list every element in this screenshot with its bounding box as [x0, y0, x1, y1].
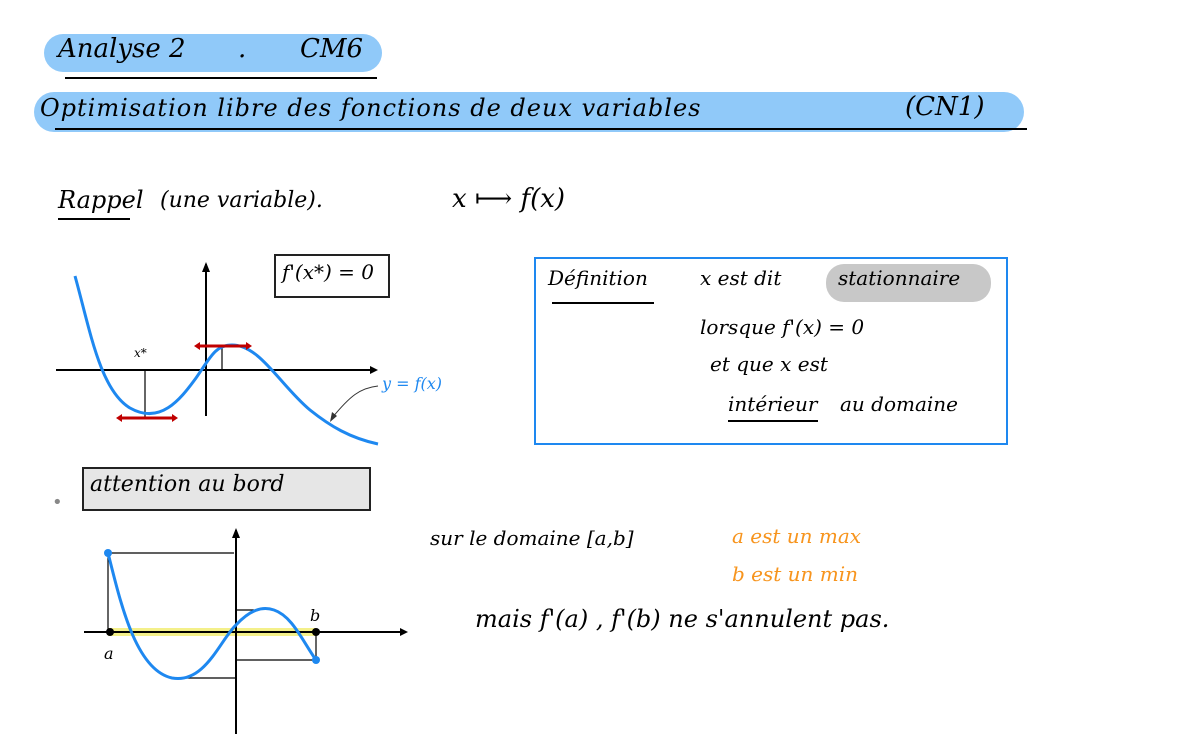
x-star-label: x*: [134, 346, 147, 360]
point-a-label: a: [104, 644, 114, 663]
a-is-max: a est un max: [732, 524, 862, 548]
subtitle-text: Optimisation libre des fonctions de deux…: [40, 94, 702, 122]
title-band: [44, 34, 382, 72]
reminder-mapping: x ⟼ f(x): [452, 184, 566, 214]
definition-line4-rest: au domaine: [840, 392, 959, 416]
definition-line1: x est dit: [700, 266, 782, 290]
definition-label: Définition: [548, 266, 648, 290]
definition-underline: [552, 302, 654, 304]
stationary-highlight: [826, 264, 991, 302]
definition-line3: et que x est: [710, 352, 828, 376]
subtitle-tag: (CN1): [905, 92, 985, 122]
domain-text: sur le domaine [a,b]: [430, 526, 634, 550]
reminder-label: Rappel: [58, 186, 144, 214]
course-title: Analyse 2: [58, 34, 186, 64]
point-b-label: b: [310, 606, 321, 625]
bullet-dot: •: [52, 492, 63, 513]
reminder-underline: [58, 218, 130, 220]
warning-text: attention au bord: [90, 472, 285, 497]
title-separator: .: [238, 34, 247, 64]
derivative-condition-box: [274, 254, 390, 298]
chapter-label: CM6: [300, 34, 364, 64]
subtitle-underline: [55, 128, 1027, 130]
definition-interior: intérieur: [728, 392, 818, 416]
interior-underline: [728, 420, 818, 422]
curve-label: y = f(x): [382, 374, 443, 393]
definition-highlight-word: stationnaire: [838, 266, 961, 290]
warning-box: [82, 467, 371, 511]
b-is-min: b est un min: [732, 562, 859, 586]
definition-box: [534, 257, 1008, 445]
derivative-condition: f'(x*) = 0: [282, 260, 374, 284]
definition-line2: lorsque f'(x) = 0: [700, 315, 865, 339]
subtitle-band: [34, 92, 1024, 132]
reminder-paren: (une variable).: [160, 188, 323, 213]
title-underline: [65, 77, 377, 79]
conclusion-text: mais f'(a) , f'(b) ne s'annulent pas.: [475, 605, 890, 633]
